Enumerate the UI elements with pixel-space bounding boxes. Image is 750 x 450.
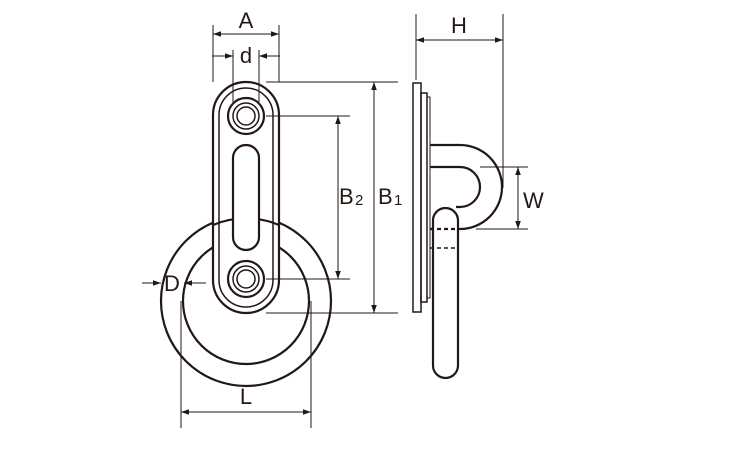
side-view — [412, 82, 504, 380]
label-d: d — [240, 43, 252, 68]
label-d-ring: D — [164, 271, 180, 296]
label-b1: B 1 — [378, 184, 402, 209]
side-ring — [430, 206, 460, 380]
dimension-labels: A d H B 2 B 1 W D L — [164, 8, 544, 409]
label-b2: B 2 — [339, 184, 363, 209]
label-b2-main: B — [339, 184, 354, 209]
dimension-lines — [142, 14, 528, 428]
label-a: A — [239, 8, 254, 33]
side-plate — [412, 82, 431, 313]
staple-loop — [430, 143, 504, 231]
label-w: W — [523, 188, 544, 213]
upper-bolt-hole — [226, 96, 266, 136]
center-slot — [231, 143, 261, 252]
lower-bolt-hole — [226, 259, 266, 299]
label-b2-sub: 2 — [355, 192, 363, 209]
front-view — [159, 80, 333, 388]
label-b1-main: B — [378, 184, 393, 209]
label-l: L — [240, 384, 252, 409]
label-h: H — [451, 13, 467, 38]
label-b1-sub: 1 — [394, 192, 402, 209]
